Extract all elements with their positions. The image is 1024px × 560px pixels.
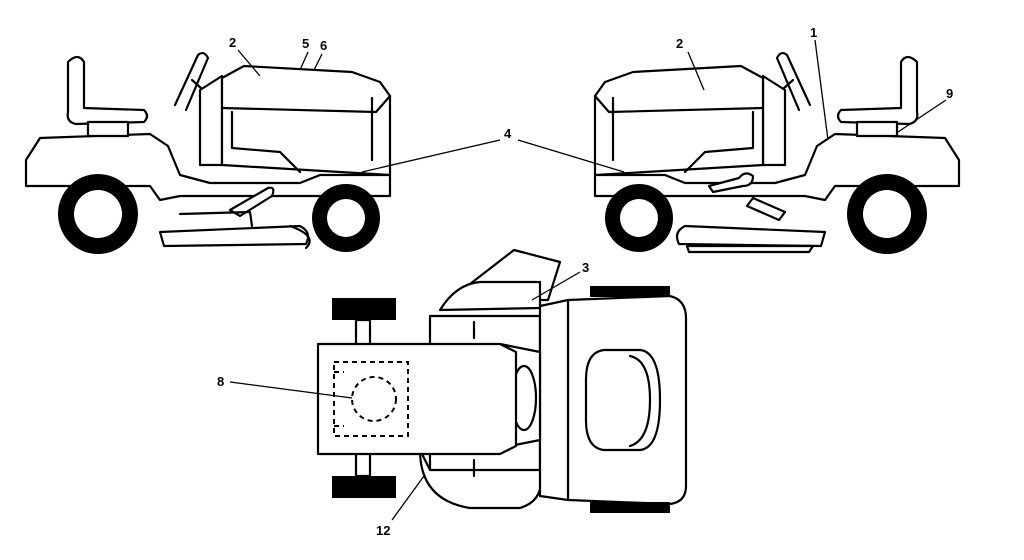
- engine-outline-dashed: [333, 361, 409, 437]
- callout-4: 4: [504, 126, 512, 141]
- mower-deck: [158, 224, 310, 248]
- top-front-tire-lower: [332, 476, 396, 498]
- callout-8: 8: [217, 374, 224, 389]
- callout-numbers: 2 5 6 2 1 9 4 3 8 12: [217, 25, 953, 538]
- callout-9: 9: [946, 86, 953, 101]
- callout-5: 5: [302, 36, 309, 51]
- tractor-top-view: [316, 248, 688, 513]
- callout-1: 1: [810, 25, 817, 40]
- top-rear-tire-lower: [590, 502, 670, 513]
- dash-column: [198, 74, 224, 167]
- callout-3: 3: [582, 260, 589, 275]
- callout-12: 12: [376, 523, 390, 538]
- seat-base: [86, 120, 130, 138]
- top-seat: [584, 348, 662, 452]
- pedal: [228, 186, 275, 218]
- mower-deck-right: [675, 224, 827, 248]
- top-front-tire-upper: [332, 298, 396, 320]
- top-rear-tire-upper: [590, 286, 670, 297]
- tractor-right-side-view: [593, 51, 961, 254]
- top-hood: [316, 342, 518, 456]
- steering-wheel: [173, 51, 210, 112]
- hood: [220, 64, 392, 177]
- callout-2-left: 2: [229, 35, 236, 50]
- lift-lever: [707, 172, 755, 194]
- engine-circle-dashed: [351, 376, 397, 422]
- callout-2-right: 2: [676, 36, 683, 51]
- tractor-left-side-view: [24, 51, 392, 254]
- seat-back: [66, 55, 149, 126]
- leader-lines: [229, 39, 947, 521]
- callout-6: 6: [320, 38, 327, 53]
- hood-right: [593, 64, 765, 177]
- seat-back-right: [836, 55, 919, 126]
